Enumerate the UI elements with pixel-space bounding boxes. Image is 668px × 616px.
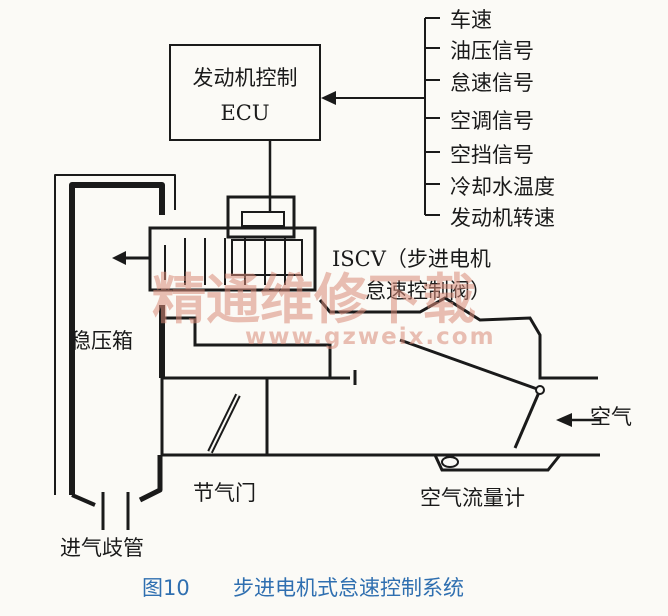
throttle-label: 节气门 <box>193 481 256 505</box>
signal-coolant-temp: 冷却水温度 <box>450 175 555 199</box>
throttle-valve <box>207 393 241 454</box>
watermark-text: 精通维修下载 <box>152 268 476 331</box>
iscv-valve <box>112 195 317 292</box>
ecu-label-line2: ECU <box>220 101 269 125</box>
caption-title: 步进电机式怠速控制系统 <box>233 576 464 600</box>
signal-list: 车速 油压信号 怠速信号 空调信号 空挡信号 冷却水温度 发动机转速 <box>450 8 555 230</box>
signal-idle: 怠速信号 <box>450 71 534 95</box>
throttle-body <box>160 376 600 457</box>
iscv-label-line2: 怠速控制阀） <box>365 279 491 303</box>
ecu-label-line1: 发动机控制 <box>193 66 298 90</box>
caption-figure-number: 图10 <box>142 576 190 600</box>
air-arrow-head <box>556 413 572 427</box>
bypass-passage <box>162 296 598 385</box>
signal-engine-speed: 发动机转速 <box>450 206 555 230</box>
signal-bracket <box>334 17 440 216</box>
signal-arrow-head <box>321 91 336 105</box>
signal-neutral: 空挡信号 <box>450 143 534 167</box>
surge-tank-label: 稳压箱 <box>70 329 133 353</box>
signal-ac: 空调信号 <box>450 109 534 133</box>
signal-vehicle-speed: 车速 <box>450 8 492 32</box>
watermark: 精通维修下载 www.gzweix.com <box>152 268 496 350</box>
airflow-meter <box>399 338 562 472</box>
watermark-url: www.gzweix.com <box>245 324 496 350</box>
air-label: 空气 <box>590 405 632 429</box>
iscv-label-line1: ISCV（步进电机 <box>332 247 491 271</box>
airflow-meter-label: 空气流量计 <box>420 486 525 510</box>
intake-manifold-label: 进气歧管 <box>60 536 144 560</box>
signal-oil-pressure: 油压信号 <box>450 39 534 63</box>
figure-caption: 图10 步进电机式怠速控制系统 <box>142 576 464 600</box>
ecu-box: 发动机控制 ECU <box>169 44 321 141</box>
